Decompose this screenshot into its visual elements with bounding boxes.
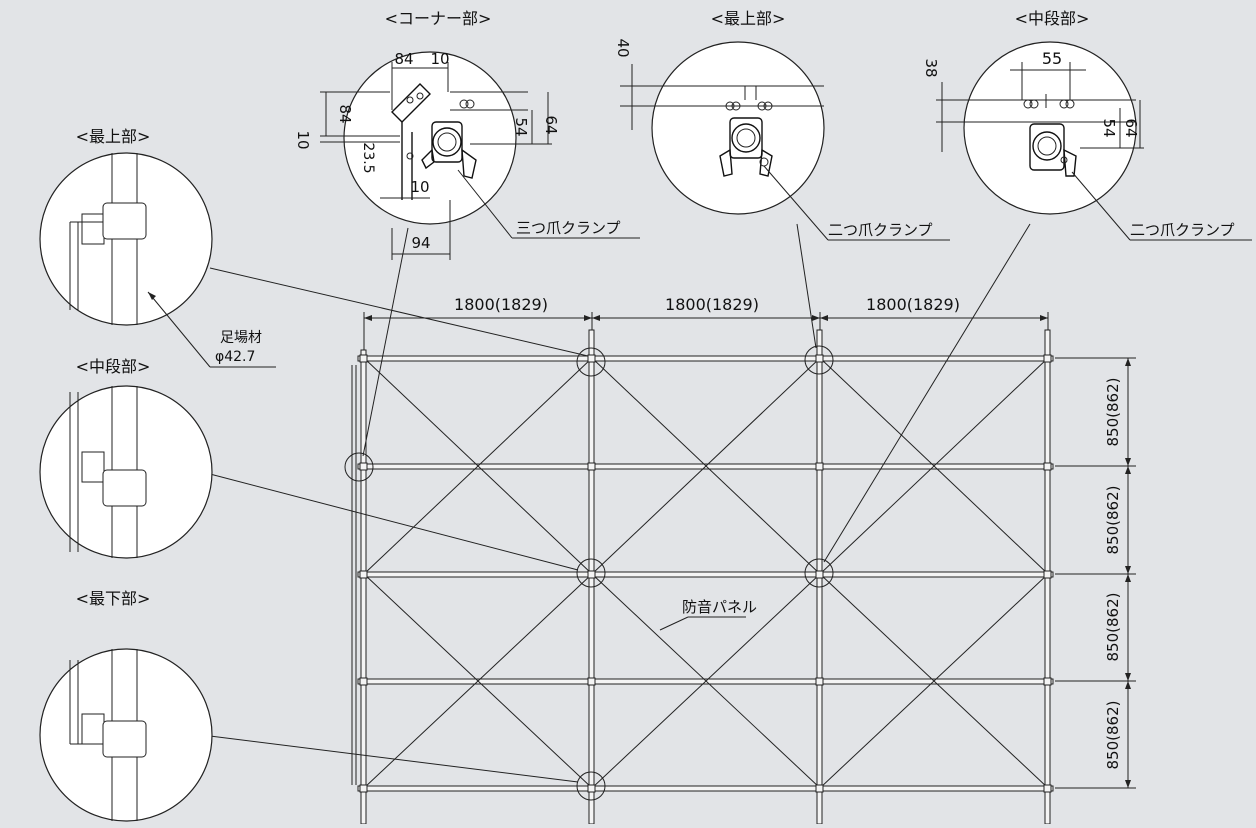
middle-clamp-label: 二つ爪クランプ [1130,221,1235,239]
middle-dim-64: 64 [1122,118,1140,137]
middle-dim-38: 38 [922,58,940,77]
brace [591,573,821,789]
marker-middle-left-detail [576,558,606,588]
span-dimensions: 1800(1829) 1800(1829) 1800(1829) [363,295,1049,350]
brace [363,573,593,789]
row-label-1: 850(862) [1104,378,1122,447]
material-label: 足場材 [220,330,262,346]
marker-corner-detail [344,452,374,482]
corner-title: <コーナー部> [385,9,492,28]
cross-braces [363,357,1049,789]
marker-top-left-detail [576,347,606,377]
corner-dim-10-bottom: 10 [410,178,429,196]
corner-dim-94: 94 [411,234,430,252]
row-label-2: 850(862) [1104,486,1122,555]
middle-detail: <中段部> 55 38 54 64 二つ爪クランプ [922,9,1252,241]
middle-dim-55: 55 [1042,49,1062,68]
corner-dim-64: 64 [542,115,560,134]
span-label-3: 1800(1829) [866,295,960,314]
rail-5 [357,785,1054,792]
panel-label: 防音パネル [682,598,757,616]
joint-clamps [359,354,1052,793]
marker-top-detail [804,345,834,375]
left-detail-top: <最上部> [39,127,213,326]
span-label-2: 1800(1829) [665,295,759,314]
left-bottom-title: <最下部> [76,589,151,608]
brace [819,573,1049,789]
corner-dim-10-top: 10 [430,50,449,68]
top-dim-40: 40 [614,38,632,57]
corner-dim-84-left: 84 [336,104,354,123]
left-middle-title: <中段部> [76,357,151,376]
row-dimensions: 850(862) 850(862) 850(862) 850(862) [1055,357,1136,789]
post-1 [360,349,367,825]
brace [591,357,821,575]
left-detail-middle: <中段部> [39,357,213,559]
row-label-3: 850(862) [1104,593,1122,662]
top-detail: <最上部> 40 二つ爪クランプ [614,9,950,241]
left-top-title: <最上部> [76,127,151,146]
corner-dim-10-left: 10 [294,130,312,149]
top-detail-title: <最上部> [711,9,786,28]
panel-callout: 防音パネル [659,598,757,631]
corner-dim-54: 54 [512,117,530,136]
corner-clamp-label: 三つ爪クランプ [516,219,621,237]
horizontal-rails [357,355,1054,792]
marker-middle-detail [804,558,834,588]
corner-detail: <コーナー部> 84 10 84 10 23.5 10 [294,9,640,260]
brace [819,357,1049,575]
row-label-4: 850(862) [1104,701,1122,770]
detail-markers [344,345,834,801]
top-clamp-label: 二つ爪クランプ [828,221,933,239]
middle-dim-54: 54 [1100,118,1118,137]
marker-bottom-detail [576,771,606,801]
corner-dim-84-top: 84 [394,50,413,68]
corner-dim-23-5: 23.5 [360,142,376,173]
material-size: φ42.7 [215,349,255,365]
brace [363,357,593,575]
leader-lines [209,223,1031,783]
main-frame: 1800(1829) 1800(1829) 1800(1829) 850(862… [344,295,1136,825]
rail-3 [357,571,1054,578]
middle-detail-title: <中段部> [1015,9,1090,28]
rail-1 [357,355,1054,362]
span-label-1: 1800(1829) [454,295,548,314]
left-detail-bottom: <最下部> [39,589,213,822]
material-callout: 足場材 φ42.7 [147,291,276,368]
